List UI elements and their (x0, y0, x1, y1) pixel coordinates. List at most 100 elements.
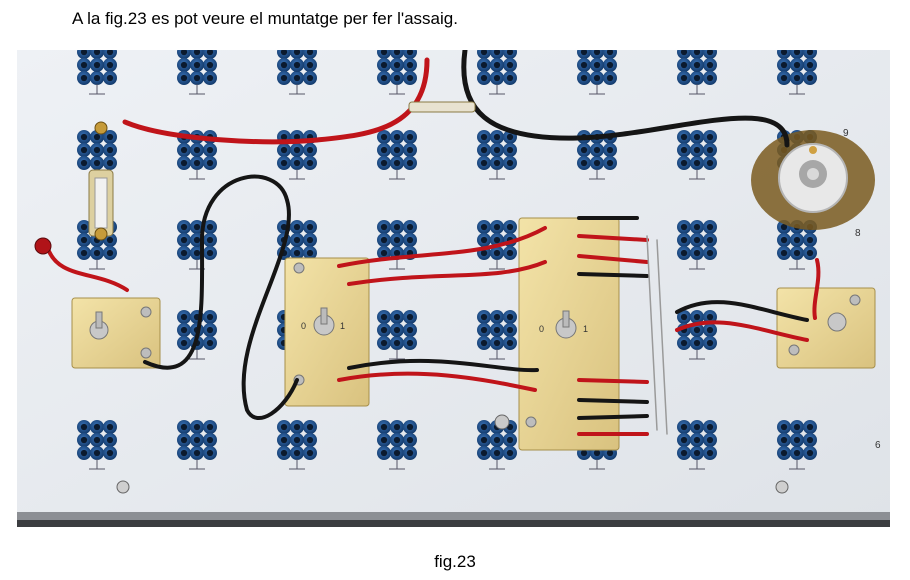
socket-hole (593, 449, 601, 457)
socket-hole (380, 74, 388, 82)
socket-hole (480, 50, 488, 56)
socket-hole (480, 146, 488, 154)
socket-hole (93, 423, 101, 431)
socket-hole (206, 313, 214, 321)
socket-hole (693, 436, 701, 444)
socket-hole (493, 74, 501, 82)
socket-hole (780, 50, 788, 56)
socket-hole (493, 133, 501, 141)
socket-hole (393, 50, 401, 56)
socket-hole (780, 449, 788, 457)
socket-hole (593, 159, 601, 167)
socket-hole (393, 61, 401, 69)
socket-hole (380, 449, 388, 457)
socket-hole (193, 159, 201, 167)
socket-hole (706, 249, 714, 257)
socket-hole (106, 74, 114, 82)
socket-hole (106, 236, 114, 244)
socket-hole (380, 313, 388, 321)
socket-hole (506, 61, 514, 69)
socket-hole (293, 50, 301, 56)
intro-text: A la fig.23 es pot veure el muntatge per… (72, 9, 458, 28)
socket-hole (180, 313, 188, 321)
socket-hole (493, 339, 501, 347)
socket-hole (706, 146, 714, 154)
socket-hole (493, 61, 501, 69)
socket-hole (506, 133, 514, 141)
socket-hole (780, 436, 788, 444)
socket-hole (406, 61, 414, 69)
socket-hole (680, 313, 688, 321)
socket-hole (493, 326, 501, 334)
socket-hole (206, 236, 214, 244)
socket-hole (206, 159, 214, 167)
socket-hole (380, 133, 388, 141)
socket-hole (306, 74, 314, 82)
switch-plate-left (71, 297, 161, 369)
socket-hole (480, 236, 488, 244)
socket-hole (506, 313, 514, 321)
socket-hole (506, 339, 514, 347)
socket-hole (793, 423, 801, 431)
socket-hole (80, 74, 88, 82)
socket-hole (306, 50, 314, 56)
socket-hole (680, 133, 688, 141)
socket-hole (606, 61, 614, 69)
socket-hole (393, 326, 401, 334)
socket-hole (180, 223, 188, 231)
socket-hole (380, 50, 388, 56)
socket-hole (393, 223, 401, 231)
socket-hole (193, 223, 201, 231)
socket-hole (393, 159, 401, 167)
socket-hole (806, 236, 814, 244)
socket-hole (406, 236, 414, 244)
socket-hole (706, 449, 714, 457)
socket-hole (206, 423, 214, 431)
socket-hole (393, 236, 401, 244)
socket-hole (180, 146, 188, 154)
socket-hole (206, 146, 214, 154)
socket-hole (206, 50, 214, 56)
socket-hole (580, 61, 588, 69)
socket-hole (680, 61, 688, 69)
socket-hole (280, 61, 288, 69)
socket-hole (480, 74, 488, 82)
socket-hole (193, 74, 201, 82)
socket-hole (480, 133, 488, 141)
socket-hole (493, 449, 501, 457)
socket-hole (480, 423, 488, 431)
socket-hole (693, 326, 701, 334)
socket-hole (380, 326, 388, 334)
socket-hole (180, 249, 188, 257)
switch-label-0: 0 (539, 324, 544, 334)
socket-hole (206, 61, 214, 69)
socket-hole (206, 436, 214, 444)
socket-hole (93, 50, 101, 56)
fuse-holder-component (88, 121, 114, 241)
socket-hole (593, 146, 601, 154)
socket-hole (293, 133, 301, 141)
socket-hole (693, 249, 701, 257)
socket-hole (280, 133, 288, 141)
socket-hole (306, 61, 314, 69)
socket-hole (80, 50, 88, 56)
socket-hole (80, 133, 88, 141)
socket-hole (506, 159, 514, 167)
socket-hole (793, 236, 801, 244)
socket-hole (493, 223, 501, 231)
wire-connector (408, 101, 476, 113)
socket-hole (80, 236, 88, 244)
socket-hole (493, 249, 501, 257)
socket-hole (793, 249, 801, 257)
socket-hole (606, 74, 614, 82)
socket-hole (293, 423, 301, 431)
socket-hole (393, 436, 401, 444)
socket-hole (793, 74, 801, 82)
board-label-9: 9 (843, 128, 849, 139)
socket-hole (106, 423, 114, 431)
socket-hole (193, 249, 201, 257)
socket-hole (93, 159, 101, 167)
plug-left (34, 237, 52, 255)
socket-hole (93, 61, 101, 69)
socket-hole (406, 159, 414, 167)
